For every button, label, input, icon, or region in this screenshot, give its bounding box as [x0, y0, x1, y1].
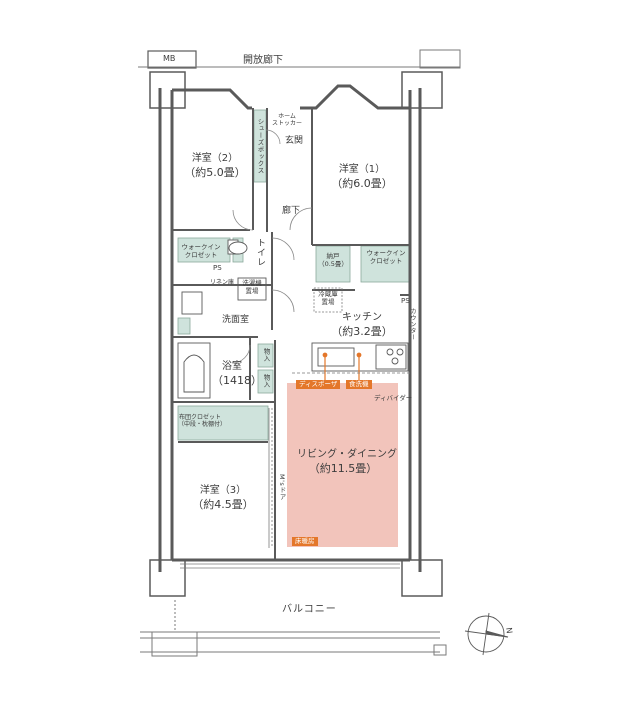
balcony-railing: [140, 600, 447, 657]
toilet-fixture: [227, 239, 248, 255]
room-kitchen-area: （約3.2畳）: [331, 324, 393, 338]
room-ld: リビング・ダイニング （約11.5畳）: [297, 448, 397, 476]
balcony-sashes: [180, 563, 400, 569]
storage-label: 納戸 （0.5畳）: [318, 252, 348, 268]
home-stocker-label: ホーム ストッカー: [272, 113, 303, 128]
room-western-3: 洋室（3） （約4.5畳）: [188, 484, 258, 512]
columns: [149, 71, 443, 597]
ps-label-left: PS: [213, 264, 222, 272]
toilet-label: トイレ: [255, 238, 265, 267]
room-ld-name: リビング・ダイニング: [297, 449, 397, 460]
corridor-frame: [138, 49, 461, 69]
wash-basin: [181, 291, 203, 315]
mb-box: [147, 50, 197, 69]
disposer-tag: ディスポーザ: [296, 380, 341, 389]
washroom-label: 洗面室: [222, 315, 250, 325]
linen-label: リネン庫: [210, 279, 235, 286]
fridge-place-box: [313, 287, 343, 313]
interior-walls: [172, 108, 410, 560]
room-kitchen-name: キッチン: [342, 312, 382, 323]
north-label: N: [504, 626, 514, 635]
closet-fills: [177, 109, 412, 441]
room-bath-name: 浴室: [222, 361, 242, 372]
room-western-1-name: 洋室（1）: [338, 164, 386, 175]
room-bath: 浴室 （1418）: [212, 360, 262, 388]
washer-place-box: [237, 277, 267, 301]
shoes-box-label: シューズボックス: [256, 118, 264, 174]
room-ld-area: （約11.5畳）: [308, 461, 378, 475]
hallway-label: 廊下: [282, 206, 301, 216]
ps-label-right: PS: [401, 297, 410, 305]
entrance-label: 玄関: [285, 136, 304, 146]
room-western-1: 洋室（1） （約6.0畳）: [322, 163, 402, 191]
floor-heating-tag: 床暖房: [292, 537, 318, 546]
room-western-3-area: （約4.5畳）: [192, 497, 254, 511]
divider-label: ディバイダー: [374, 394, 413, 402]
room-western-2-area: （約5.0畳）: [184, 165, 246, 179]
storage-2-label: 物入: [262, 374, 270, 388]
dishwasher-tag: 食洗機: [346, 380, 372, 389]
washer-place-label: 洗濯機 置場: [242, 279, 262, 295]
door-swings: [231, 129, 313, 364]
fridge-place-label: 冷蔵庫 置場: [318, 290, 338, 306]
walkin-closet-left-label: ウォークイン クロゼット: [181, 243, 221, 259]
futon-closet-label: 布団クロゼット （中段・枕棚付）: [178, 414, 227, 429]
ms-door-track: [268, 408, 273, 548]
ms-door-label: M'sドア: [278, 474, 286, 501]
bathtub: [177, 342, 211, 399]
balcony-label: バルコニー: [282, 604, 337, 615]
exterior-walls: [158, 84, 422, 572]
storage-1-label: 物入: [262, 348, 270, 362]
room-western-2-name: 洋室（2）: [191, 153, 239, 164]
room-bath-area: （1418）: [212, 373, 262, 387]
mb-label: MB: [163, 54, 176, 63]
compass: [464, 612, 509, 656]
room-kitchen: キッチン （約3.2畳）: [327, 311, 397, 339]
walkin-closet-right-label: ウォークイン クロゼット: [366, 249, 406, 265]
counter-label: カウンター: [409, 308, 416, 341]
corridor-label: 開放廊下: [243, 55, 283, 66]
floor-heating-zone: [287, 383, 398, 547]
kitchen-accent-markers: [322, 352, 362, 380]
room-western-3-name: 洋室（3）: [199, 485, 247, 496]
room-western-2: 洋室（2） （約5.0畳）: [180, 152, 250, 180]
room-western-1-area: （約6.0畳）: [331, 176, 393, 190]
kitchen-counter: [311, 342, 409, 372]
